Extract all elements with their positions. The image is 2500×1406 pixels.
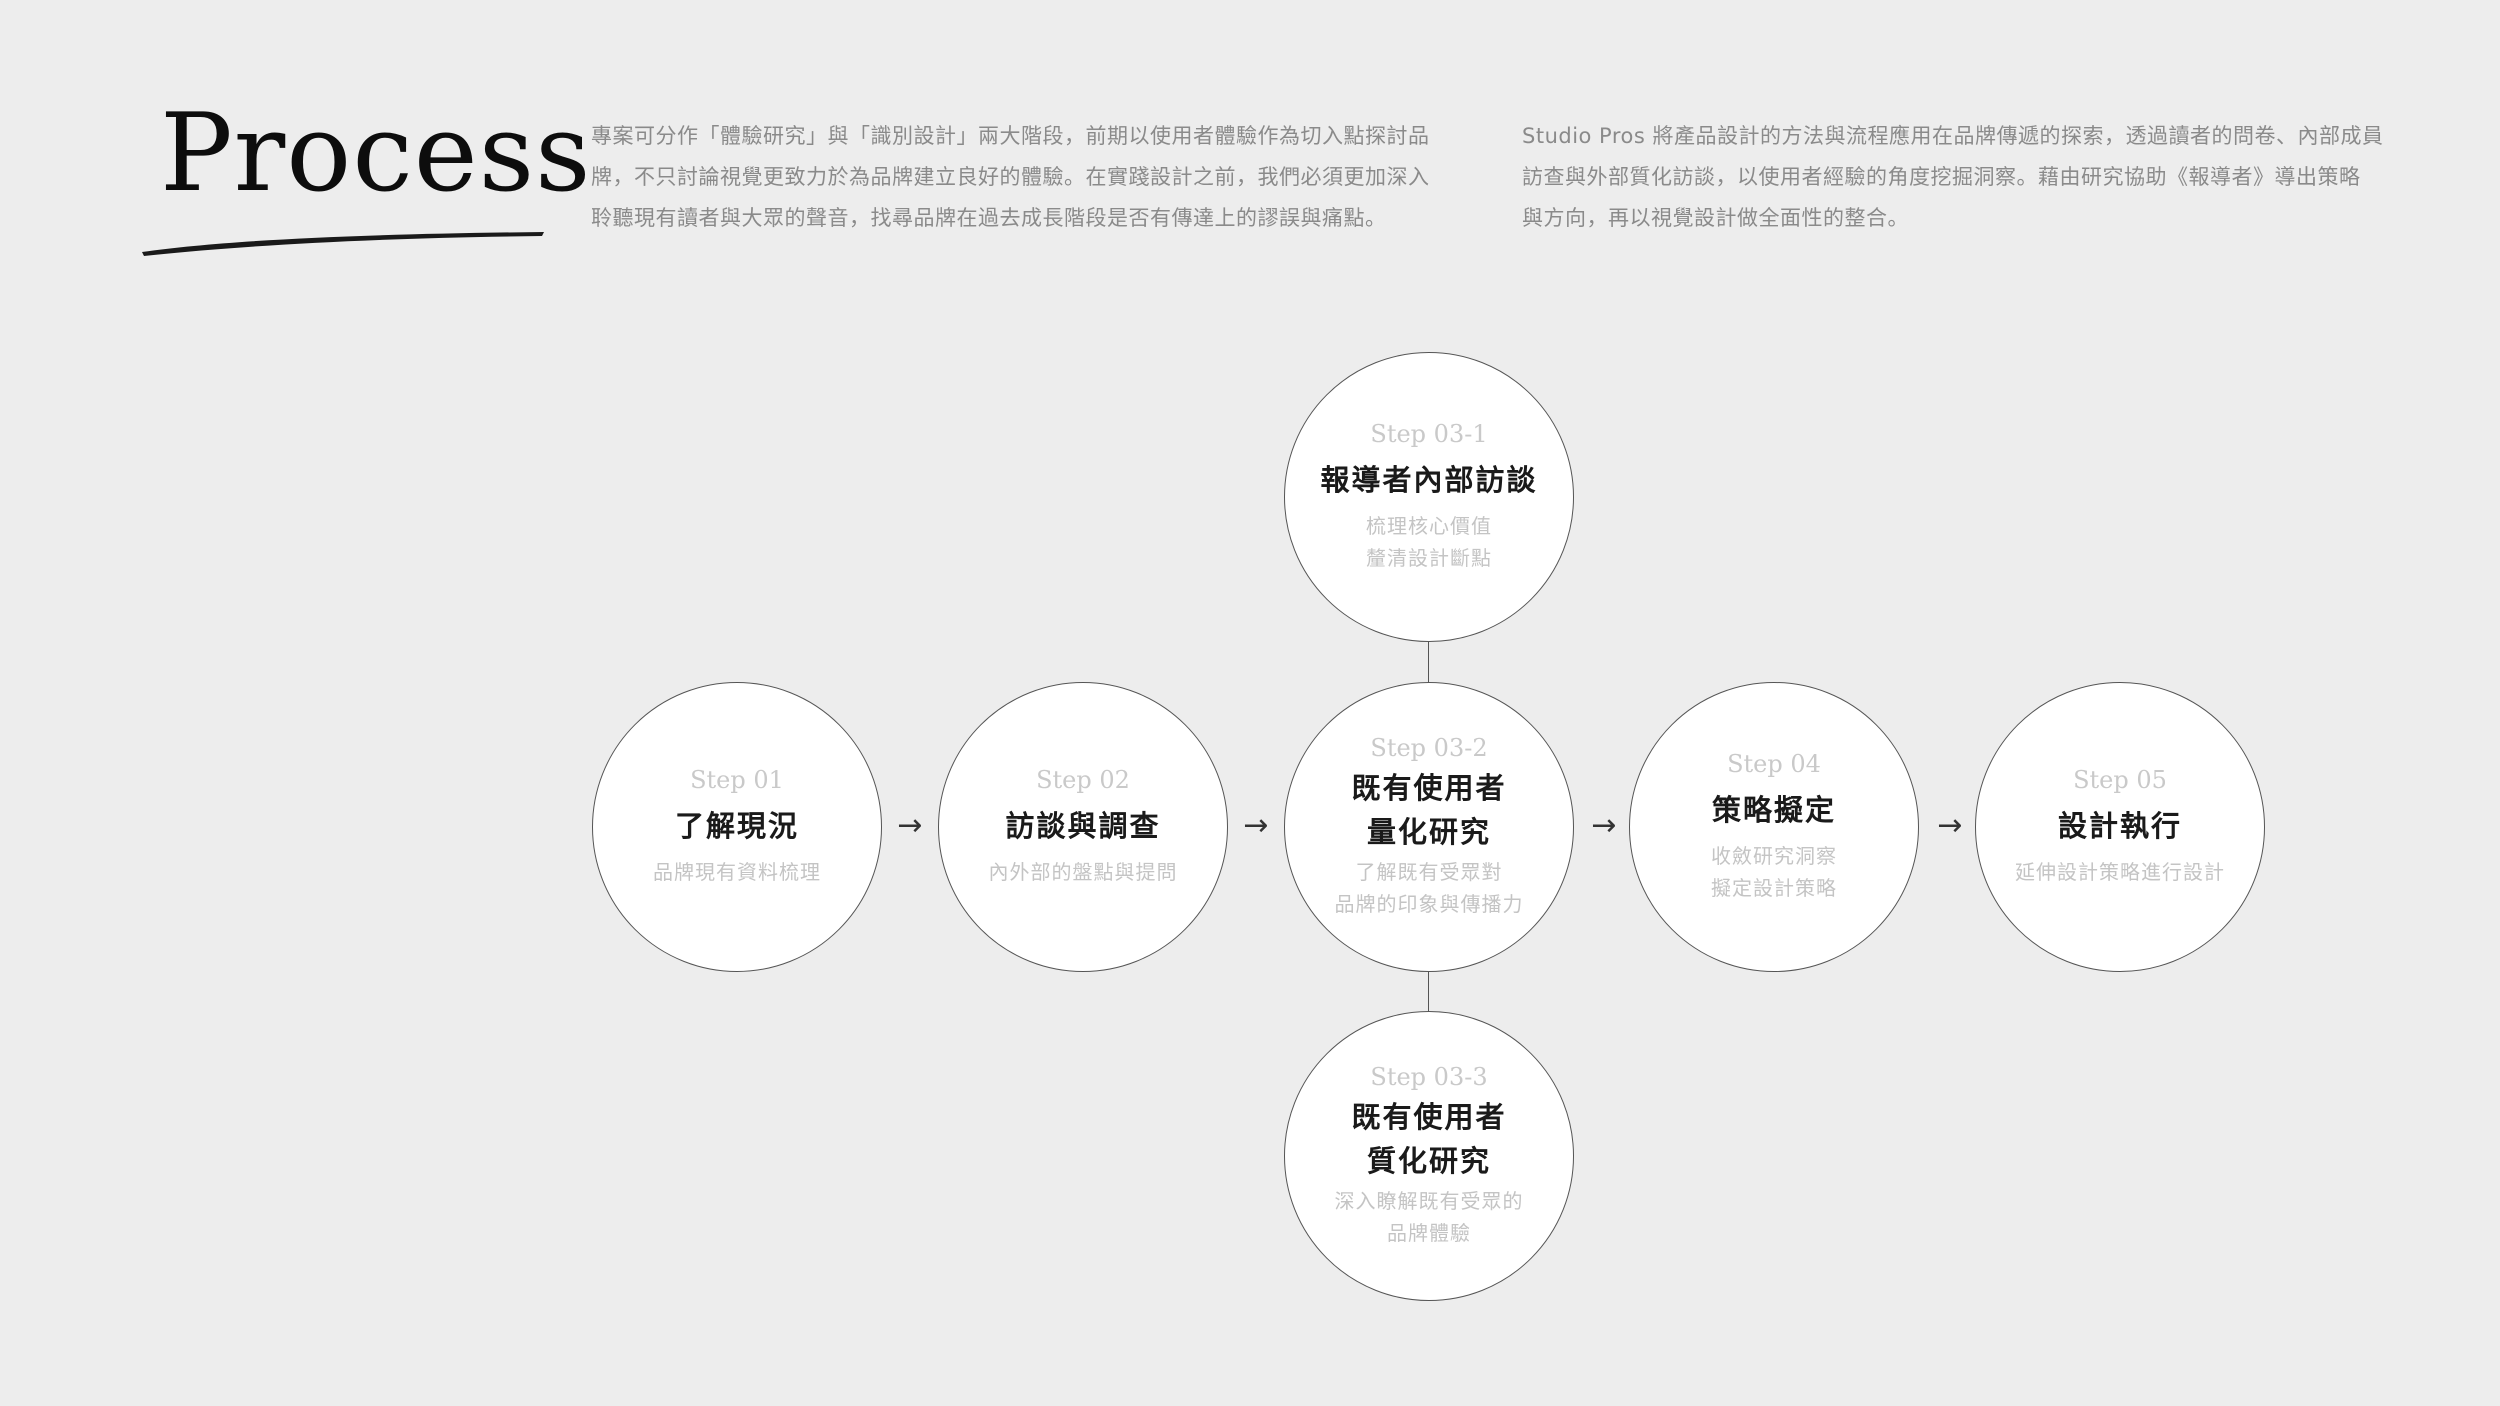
connector-line-top xyxy=(1428,642,1429,683)
step-title: 設計執行 xyxy=(2058,804,2182,848)
step-label: Step 03-2 xyxy=(1370,733,1488,762)
step-title-line: 了解現況 xyxy=(674,809,799,844)
step-desc-line: 深入瞭解既有受眾的 xyxy=(1334,1189,1524,1214)
intro-right-line: Studio Pros 將產品設計的方法與流程應用在品牌傳遞的探索，透過讀者的問… xyxy=(1522,124,2384,148)
step-desc-line: 內外部的盤點與提問 xyxy=(988,860,1178,885)
step-description: 收斂研究洞察 擬定設計策略 xyxy=(1711,840,1837,904)
step-desc-line: 釐清設計斷點 xyxy=(1366,546,1492,571)
step-label: Step 03-1 xyxy=(1370,419,1488,448)
step-title: 策略擬定 xyxy=(1712,788,1836,832)
step-title: 報導者內部訪談 xyxy=(1320,458,1537,502)
arrow-right-icon: → xyxy=(1591,808,1617,843)
step-desc-line: 品牌現有資料梳理 xyxy=(653,860,821,885)
connector-line-bottom xyxy=(1428,970,1429,1012)
intro-right-line: 與方向，再以視覺設計做全面性的整合。 xyxy=(1522,206,1909,230)
step-title-line: 策略擬定 xyxy=(1711,793,1836,828)
intro-left-line: 牌，不只討論視覺更致力於為品牌建立良好的體驗。在實踐設計之前，我們必須更加深入 xyxy=(591,165,1430,189)
step-03-1-node: Step 03-1 報導者內部訪談 梳理核心價值 釐清設計斷點 xyxy=(1284,352,1574,642)
step-03-3-node: Step 03-3 既有使用者 質化研究 深入瞭解既有受眾的 品牌體驗 xyxy=(1284,1011,1574,1301)
step-05-node: Step 05 設計執行 延伸設計策略進行設計 xyxy=(1975,682,2265,972)
step-title-line: 設計執行 xyxy=(2057,809,2182,844)
step-title: 既有使用者 量化研究 xyxy=(1351,766,1506,854)
page-title: Process xyxy=(160,91,592,216)
step-desc-line: 了解既有受眾對 xyxy=(1355,860,1503,885)
step-desc-line: 收斂研究洞察 xyxy=(1711,844,1837,869)
step-description: 內外部的盤點與提問 xyxy=(989,856,1178,888)
intro-left-line: 專案可分作「體驗研究」與「識別設計」兩大階段，前期以使用者體驗作為切入點探討品 xyxy=(591,124,1430,148)
step-title: 了解現況 xyxy=(675,804,799,848)
step-title-line: 既有使用者 xyxy=(1351,771,1507,806)
arrow-right-icon: → xyxy=(897,808,923,843)
step-desc-line: 梳理核心價值 xyxy=(1366,514,1492,539)
step-title-line: 質化研究 xyxy=(1366,1144,1491,1179)
step-label: Step 02 xyxy=(1036,765,1130,794)
step-description: 梳理核心價值 釐清設計斷點 xyxy=(1366,510,1492,574)
step-description: 了解既有受眾對 品牌的印象與傳播力 xyxy=(1335,856,1524,920)
step-title-line: 訪談與調查 xyxy=(1005,809,1161,844)
step-desc-line: 品牌的印象與傳播力 xyxy=(1334,892,1524,917)
step-01-node: Step 01 了解現況 品牌現有資料梳理 xyxy=(592,682,882,972)
step-desc-line: 擬定設計策略 xyxy=(1711,876,1837,901)
step-title-line: 既有使用者 xyxy=(1351,1100,1507,1135)
step-title: 既有使用者 質化研究 xyxy=(1351,1095,1506,1183)
step-description: 品牌現有資料梳理 xyxy=(653,856,821,888)
step-label: Step 03-3 xyxy=(1370,1062,1488,1091)
step-02-node: Step 02 訪談與調查 內外部的盤點與提問 xyxy=(938,682,1228,972)
step-label: Step 04 xyxy=(1727,749,1821,778)
brush-underline xyxy=(142,232,544,256)
arrow-right-icon: → xyxy=(1243,808,1269,843)
intro-left-line: 聆聽現有讀者與大眾的聲音，找尋品牌在過去成長階段是否有傳達上的謬誤與痛點。 xyxy=(591,206,1387,230)
intro-right-line: 訪查與外部質化訪談，以使用者經驗的角度挖掘洞察。藉由研究協助《報導者》導出策略 xyxy=(1522,165,2361,189)
step-title-line: 量化研究 xyxy=(1366,815,1491,850)
step-label: Step 01 xyxy=(690,765,784,794)
step-04-node: Step 04 策略擬定 收斂研究洞察 擬定設計策略 xyxy=(1629,682,1919,972)
intro-text-right: Studio Pros 將產品設計的方法與流程應用在品牌傳遞的探索，透過讀者的問… xyxy=(1522,116,2402,239)
step-description: 深入瞭解既有受眾的 品牌體驗 xyxy=(1335,1185,1524,1249)
step-title: 訪談與調查 xyxy=(1005,804,1160,848)
step-description: 延伸設計策略進行設計 xyxy=(2015,856,2225,888)
step-label: Step 05 xyxy=(2073,765,2167,794)
arrow-right-icon: → xyxy=(1937,808,1963,843)
step-desc-line: 延伸設計策略進行設計 xyxy=(2015,860,2225,885)
step-03-2-node: Step 03-2 既有使用者 量化研究 了解既有受眾對 品牌的印象與傳播力 xyxy=(1284,682,1574,972)
step-title-line: 報導者內部訪談 xyxy=(1320,463,1538,498)
step-desc-line: 品牌體驗 xyxy=(1387,1221,1471,1246)
intro-text-left: 專案可分作「體驗研究」與「識別設計」兩大階段，前期以使用者體驗作為切入點探討品 … xyxy=(591,116,1471,239)
